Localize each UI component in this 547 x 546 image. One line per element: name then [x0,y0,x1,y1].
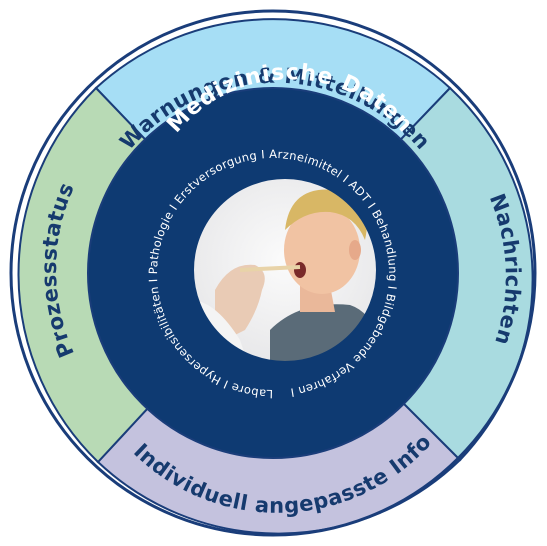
child-doctor-photo [193,178,377,362]
